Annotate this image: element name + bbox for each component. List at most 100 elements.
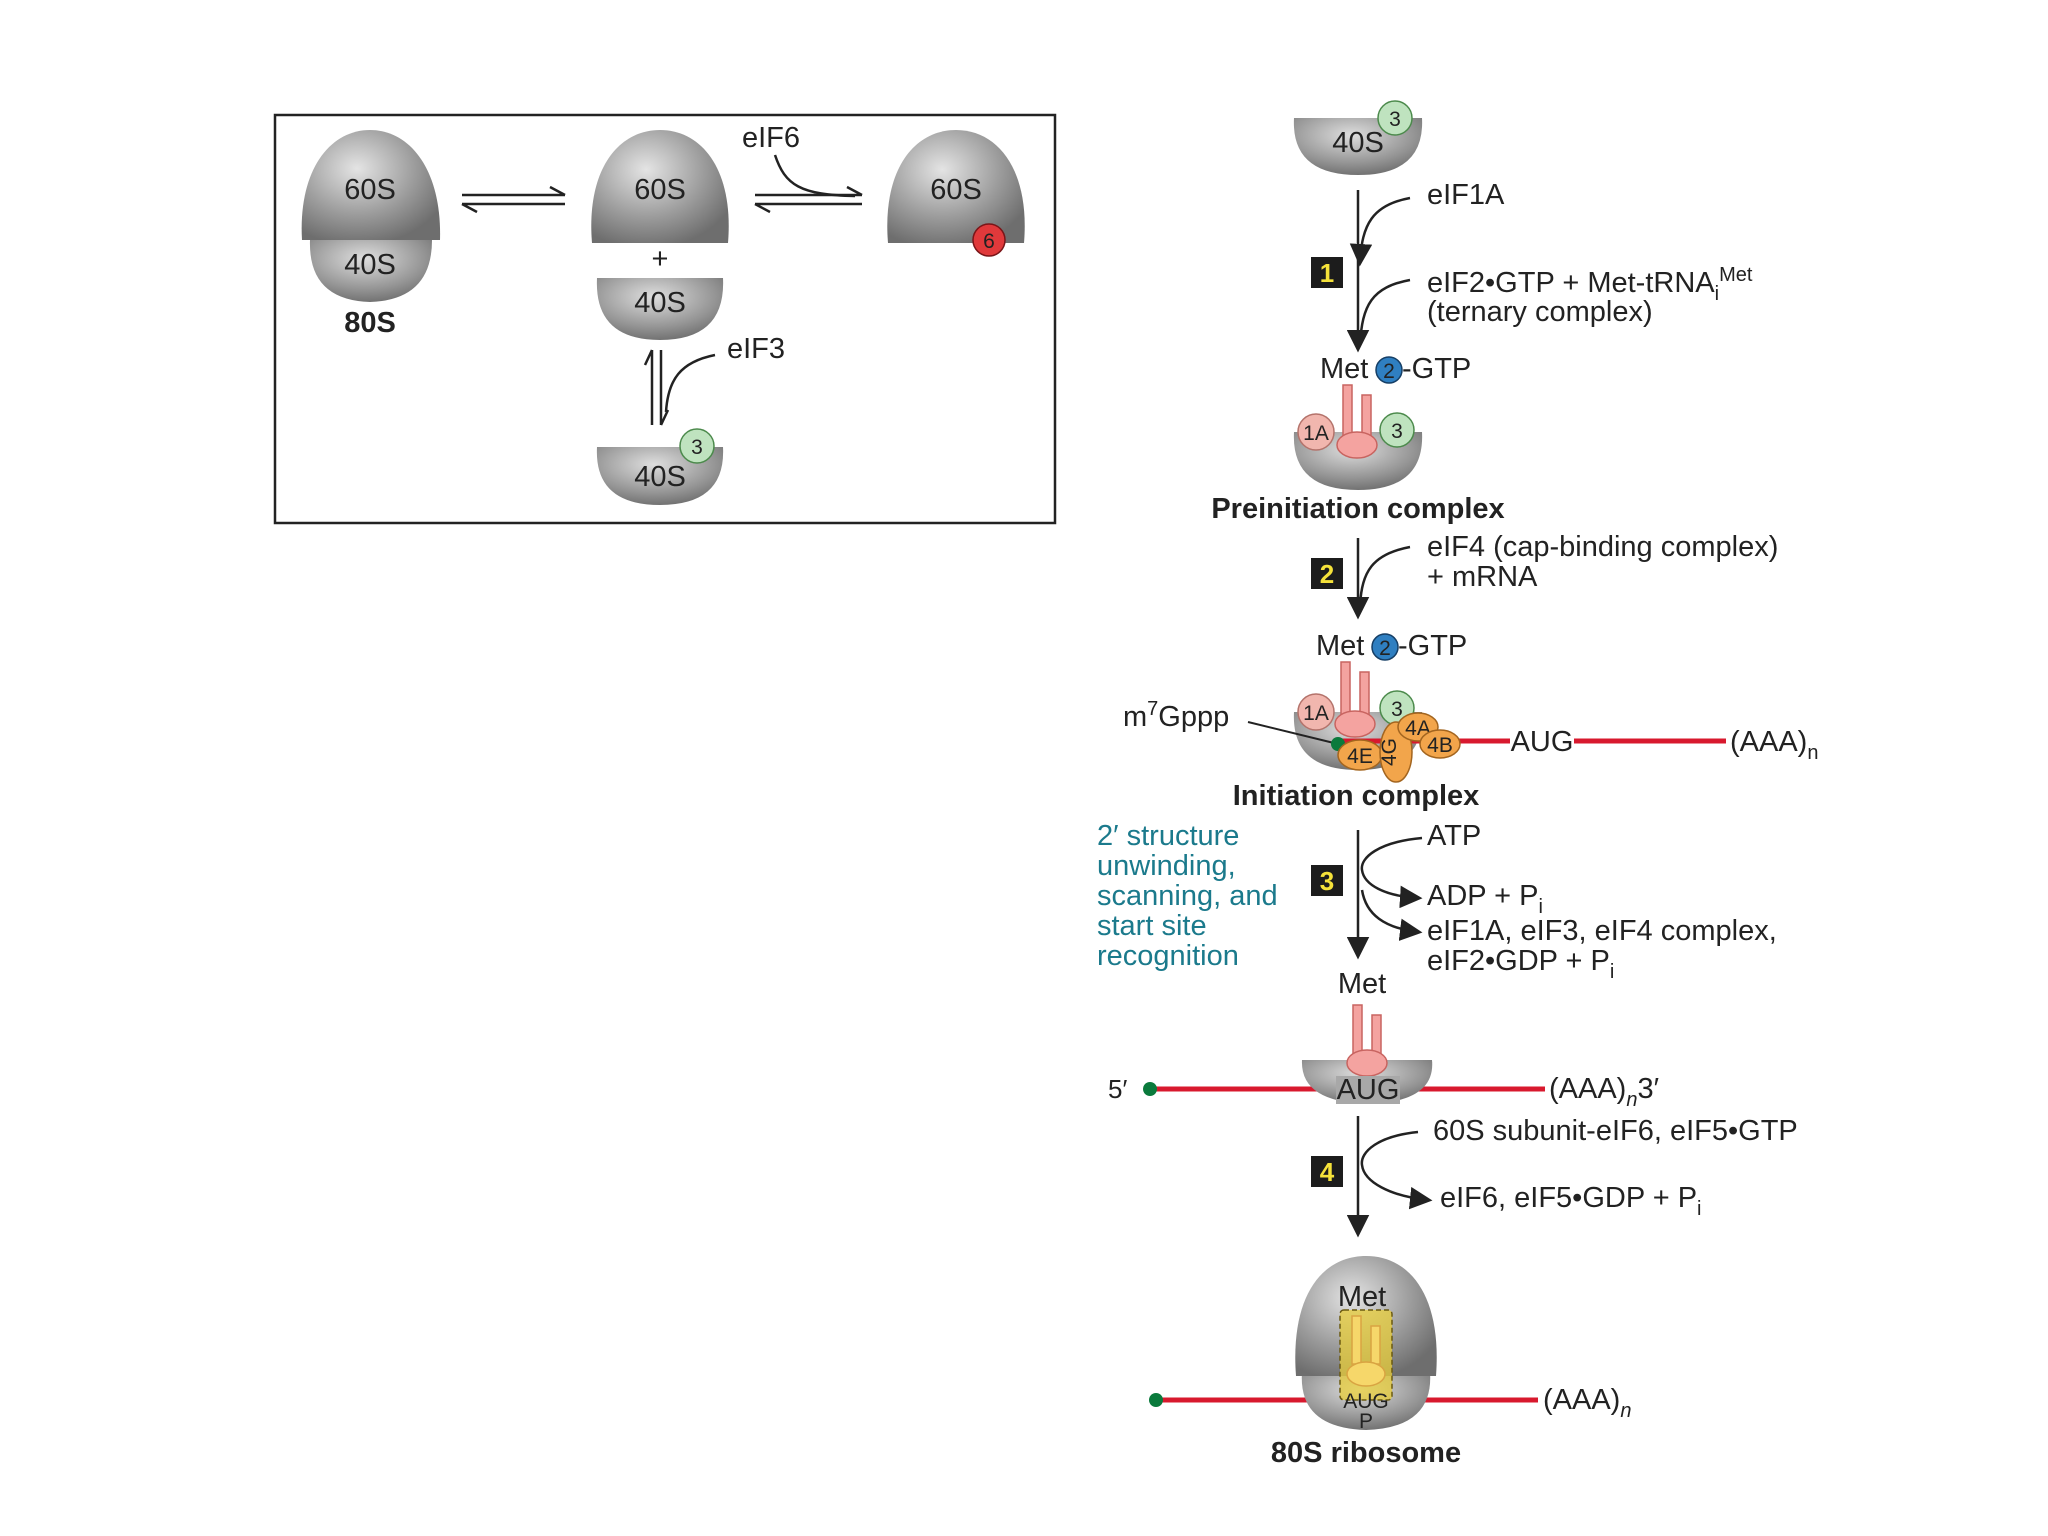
label-atp: ATP [1427, 820, 1481, 852]
step4-number: 4 [1320, 1157, 1335, 1187]
label-eif6: eIF6 [742, 122, 800, 154]
label-plus-mrna: + mRNA [1427, 561, 1538, 593]
eif4-joining-arrow [1358, 545, 1411, 606]
label-60s: 60S [634, 174, 686, 206]
label-ternary-complex-note: (ternary complex) [1427, 296, 1653, 328]
aug-label-bg [1510, 728, 1574, 756]
label-met: Met [1338, 1281, 1386, 1313]
eif4g-badge-text: 4G [1378, 738, 1401, 766]
eif1a-badge [1297, 413, 1335, 451]
subunit-40s [596, 278, 724, 340]
five-prime-cap [1143, 1082, 1157, 1096]
label-gtp: -GTP [1398, 630, 1467, 662]
initiation-pathway: 3 40S eIF1A 1 eIF2•GTP + Met-tRNAiMet (t… [1097, 100, 1818, 1469]
subunit-40s [309, 240, 432, 302]
subunit-60s [887, 130, 1025, 243]
label-60s: 60S [344, 174, 396, 206]
eif3-badge-text: 3 [1391, 698, 1403, 721]
subunit-40s-eif3-top: 3 40S [1293, 100, 1423, 175]
label-60s-eif6-eif5-gtp: 60S subunit-eIF6, eIF5•GTP [1433, 1115, 1798, 1147]
atp-in-arrow [1360, 836, 1423, 909]
label-eif1a: eIF1A [1427, 179, 1505, 211]
eif6-badge [972, 223, 1006, 257]
label-eif6-eif5-gdp: eIF6, eIF5•GDP + Pi [1440, 1182, 1702, 1220]
label-eif2-gdp: eIF2•GDP + Pi [1427, 945, 1614, 983]
label-aug: AUG [1511, 726, 1574, 758]
eif2-badge [1371, 633, 1399, 661]
label-eif4-complex: eIF4 (cap-binding complex) [1427, 531, 1778, 563]
ribosome-80s-final: Met AUG P [1149, 1256, 1538, 1433]
label-60s: 60S [930, 174, 982, 206]
plus-sign: + [652, 243, 669, 275]
label-aug: AUG [1343, 1390, 1389, 1413]
label-eif3: eIF3 [727, 333, 785, 365]
label-five-prime: 5′ [1108, 1074, 1127, 1104]
trna-met [1346, 1315, 1386, 1387]
trna-met [1334, 661, 1376, 738]
dissociation-inset: 60S 40S 80S 60S + 40S eIF6 60S [273, 113, 1057, 525]
aug-label-bg [1336, 1076, 1400, 1104]
eif3-badge-text: 3 [1391, 420, 1403, 443]
label-released-factors: eIF1A, eIF3, eIF4 complex, [1427, 915, 1777, 947]
subunit-40s-eif3: 3 40S [596, 428, 724, 505]
svg-text:start site: start site [1097, 910, 1207, 942]
label-polya: (AAA)n [1543, 1384, 1631, 1422]
subunit-60s [591, 130, 729, 243]
eif4b-badge [1419, 729, 1461, 759]
ribosome-80s: 60S 40S 80S [301, 130, 441, 339]
eif1a-joining-arrow [1349, 196, 1411, 267]
label-initiation-complex: Initiation complex [1233, 780, 1480, 812]
release-out-arrow [1360, 889, 1423, 941]
label-p-site: P [1359, 1410, 1373, 1433]
label-gtp: -GTP [1402, 353, 1471, 385]
eif4e-badge-text: 4E [1347, 745, 1373, 768]
inset-frame [273, 113, 1057, 525]
svg-text:scanning, and: scanning, and [1097, 880, 1278, 912]
label-80s-ribosome: 80S ribosome [1271, 1437, 1461, 1469]
trna-met [1336, 384, 1378, 459]
eif3-badge [1379, 412, 1415, 448]
label-polya: (AAA)n3′ [1549, 1073, 1659, 1111]
eif4b-badge-text: 4B [1427, 734, 1453, 757]
equilibrium-arrow-vertical [643, 349, 670, 426]
five-prime-cap [1149, 1393, 1163, 1407]
svg-text:2′ structure: 2′ structure [1097, 820, 1239, 852]
trna-met [1346, 1004, 1388, 1077]
label-m7gppp: m7Gppp [1123, 698, 1229, 733]
initiation-complex: 1A 3 4E 4G 4A 4B AUG [1247, 661, 1726, 783]
eif2-badge [1375, 356, 1403, 384]
label-40s: 40S [634, 287, 686, 319]
eif6-binding-arrow [773, 154, 856, 198]
step3-box [1311, 865, 1343, 896]
label-met: Met [1338, 968, 1386, 1000]
step1-number: 1 [1320, 258, 1334, 288]
step2-box [1311, 558, 1343, 589]
eif1a-badge-text: 1A [1303, 422, 1329, 445]
eif1a-badge-text: 1A [1303, 702, 1329, 725]
eif3-badge-text: 3 [691, 436, 703, 459]
label-40s: 40S [1332, 127, 1384, 159]
label-preinitiation-complex: Preinitiation complex [1211, 493, 1504, 525]
subunit-40s [1301, 1372, 1431, 1430]
preinitiation-complex: 1A 3 Preinitiation complex [1211, 384, 1505, 525]
label-adp-pi: ADP + Pi [1427, 880, 1543, 918]
ribosome-40s-at-aug: AUG [1143, 1004, 1545, 1106]
step1-box [1311, 257, 1343, 288]
eif1a-badge [1297, 693, 1335, 731]
svg-text:recognition: recognition [1097, 940, 1239, 972]
eif6-badge-text: 6 [983, 230, 995, 253]
subunit-60s-eif6: 60S 6 [887, 130, 1025, 257]
step2-number: 2 [1320, 559, 1334, 589]
label-40s: 40S [344, 249, 396, 281]
eif2-badge-text: 2 [1379, 637, 1391, 660]
cap-pointer [1247, 721, 1339, 745]
label-ternary-complex: eIF2•GTP + Met-tRNAiMet [1427, 264, 1753, 305]
eif3-badge [1377, 100, 1413, 136]
scanning-note: 2′ structure unwinding, scanning, and st… [1097, 820, 1278, 972]
equilibrium-arrow [754, 185, 863, 214]
ternary-complex-joining-arrow [1358, 278, 1411, 346]
equilibrium-arrow [461, 185, 566, 214]
label-80s-caption: 80S [344, 307, 396, 339]
eif5-pathway-arrow [1360, 1130, 1433, 1210]
